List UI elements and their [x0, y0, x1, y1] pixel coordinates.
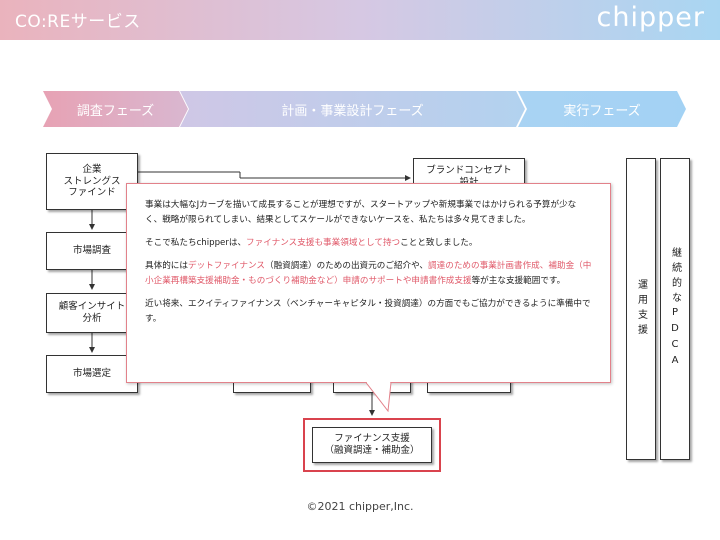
phase-execution: 実行フェーズ	[518, 91, 686, 127]
brand-line2: 設計	[459, 177, 478, 189]
p2-highlight: ファイナンス支援も事業領域として持つ	[246, 238, 401, 249]
callout-paragraph-3: 具体的にはデットファイナンス（融資調達）のための出資元のご紹介や、調達のための事…	[145, 259, 592, 289]
brand-line1: ブランドコンセプト	[426, 165, 512, 176]
callout-paragraph-1: 事業は大幅なJカーブを描いて成長することが理想ですが、スタートアップや新規事業で…	[145, 200, 577, 226]
strength-line2: ストレングス	[63, 175, 121, 187]
phase-research: 調査フェーズ	[43, 91, 188, 127]
insight-line1: 顧客インサイト	[58, 301, 126, 313]
insight-line2: 分析	[82, 313, 102, 324]
copyright-footer: ©2021 chipper,Inc.	[306, 500, 414, 513]
operation-support-label: 運用支援	[635, 279, 647, 339]
callout-paragraph-2: そこで私たちchipperは、ファイナンス支援も事業領域として持つことと致しまし…	[145, 236, 592, 251]
box-market-selection: 市場選定	[46, 355, 138, 393]
box-strength-find: 企業 ストレングス ファインド	[46, 153, 138, 210]
callout-tail	[366, 382, 392, 412]
p3-highlight-subsidy: 補助金（中小企業再構築支援補助金・ものづくり補助金など）申請のサポートや申請書作…	[145, 261, 592, 287]
box-customer-insight: 顧客インサイト 分析	[46, 293, 138, 333]
p3-comma: 、	[539, 261, 549, 272]
column-operation-support: 運用支援	[626, 158, 656, 460]
p3-highlight-debt: デットファイナンス	[187, 261, 265, 272]
column-continuous-pdca: 継続的なPDCA	[660, 158, 690, 460]
slide-title: CO:REサービス	[15, 12, 141, 32]
chipper-logo: chipper	[596, 2, 705, 33]
market-research-label: 市場調査	[72, 245, 111, 257]
finance-support-box: ファイナンス支援 （融資調達・補助金）	[312, 427, 432, 463]
callout-paragraph-4: 近い将来、エクイティファイナンス（ベンチャーキャピタル・投資調達）の方面でもご協…	[145, 299, 591, 325]
strength-line1: 企業	[82, 163, 102, 175]
finance-line1: ファイナンス支援	[334, 432, 410, 444]
finance-explanation-callout: 事業は大幅なJカーブを描いて成長することが理想ですが、スタートアップや新規事業で…	[126, 183, 611, 383]
phase-planning: 計画・事業設計フェーズ	[180, 91, 525, 127]
p3-text-c: （融資調達）のための出資元のご紹介や、	[265, 261, 429, 272]
finance-support-highlight: ファイナンス支援 （融資調達・補助金）	[303, 418, 441, 472]
header-bar: CO:REサービス chipper	[0, 0, 720, 40]
box-market-research: 市場調査	[46, 232, 138, 270]
p3-highlight-plan: 調達のための事業計画書作成	[428, 261, 540, 272]
market-selection-label: 市場選定	[72, 368, 111, 380]
p2-text-c: ことと致しました。	[400, 238, 478, 249]
p3-text-a: 具体的には	[145, 261, 188, 272]
p3-text-g: 等が主な支援範囲です。	[471, 276, 566, 287]
p2-text-a: そこで私たちchipperは、	[145, 238, 247, 249]
strength-line3: ファインド	[68, 187, 116, 199]
pdca-label: 継続的なPDCA	[669, 247, 681, 371]
finance-line2: （融資調達・補助金）	[324, 445, 420, 456]
